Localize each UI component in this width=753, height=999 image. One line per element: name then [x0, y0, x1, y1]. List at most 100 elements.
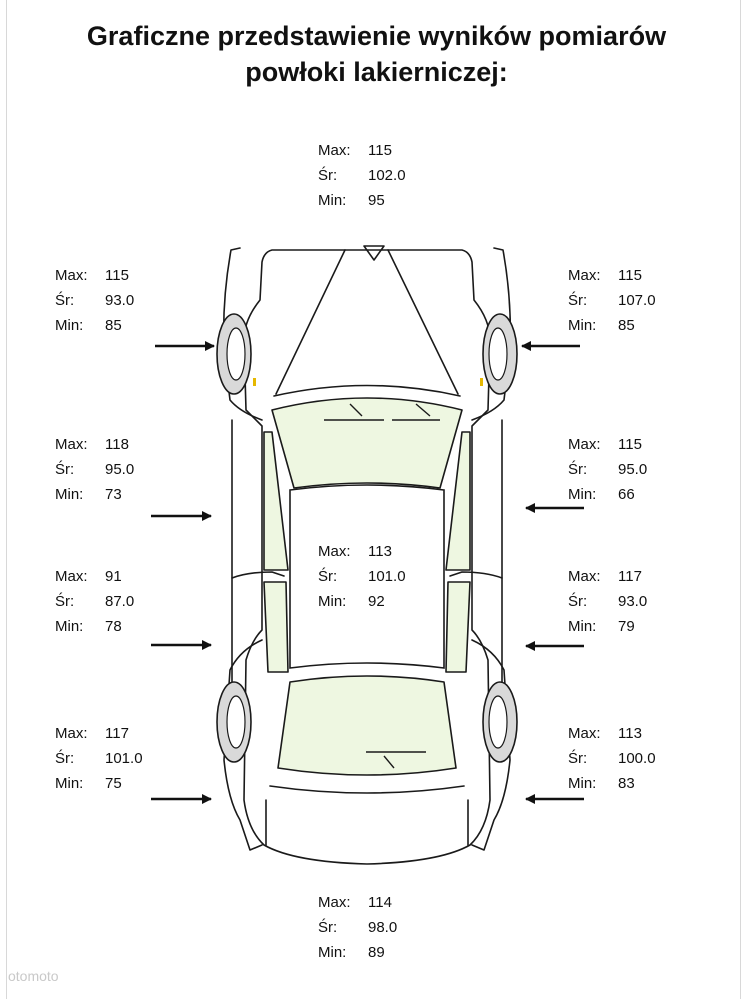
max-value: 115 — [105, 267, 129, 284]
avg-value: 93.0 — [105, 292, 135, 309]
title-line-2: powłoki lakierniczej: — [245, 57, 508, 87]
left-indicator-light — [253, 378, 256, 386]
right-rear-fender-outline — [471, 639, 511, 851]
hood-crease-right — [387, 249, 459, 395]
max-value: 115 — [618, 436, 642, 453]
roof-panel — [289, 484, 445, 669]
max-value: 117 — [105, 725, 129, 742]
max-label: Max: — [55, 568, 88, 585]
avg-value: 107.0 — [618, 292, 656, 309]
title-line-1: Graficzne przedstawienie wyników pomiaró… — [86, 21, 667, 51]
measurement-hood: Max:115 Śr:102.0 Min:95 — [318, 138, 406, 213]
rear-wiper — [366, 751, 426, 769]
avg-value: 95.0 — [105, 461, 135, 478]
wiper-left — [324, 403, 384, 421]
max-label: Max: — [318, 142, 351, 159]
avg-label: Śr: — [568, 292, 588, 309]
max-value: 117 — [618, 568, 642, 585]
measurement-rear-left-quarter: Max: 117 Śr: 101.0 Min: 75 — [55, 721, 143, 796]
avg-value: 101.0 — [105, 750, 143, 767]
min-label: Min: — [568, 618, 597, 635]
min-label: Min: — [55, 775, 84, 792]
avg-label: Śr: — [55, 292, 75, 309]
right-indicator-light — [480, 378, 483, 386]
min-label: Min: — [318, 944, 347, 961]
rear-bumper-line — [265, 799, 469, 846]
measurement-rear-left-door: Max: 91 Śr: 87.0 Min: 78 — [55, 564, 134, 639]
min-value: 95 — [368, 192, 385, 209]
max-value: 114 — [368, 894, 392, 911]
measurement-roof: Max:113 Śr:101.0 Min:92 — [318, 539, 406, 614]
left-door-split — [231, 571, 285, 579]
max-label: Max: — [318, 894, 351, 911]
wiper-right — [392, 403, 440, 421]
avg-label: Śr: — [55, 593, 75, 610]
avg-label: Śr: — [318, 568, 338, 585]
max-value: 91 — [105, 568, 122, 585]
windshield — [271, 397, 463, 489]
min-label: Min: — [318, 192, 347, 209]
watermark: otomoto — [8, 968, 59, 984]
min-label: Min: — [568, 775, 597, 792]
measurement-rear-right-quarter: Max: 113 Śr: 100.0 Min: 83 — [568, 721, 656, 796]
front-left-hub — [226, 327, 246, 381]
avg-value: 100.0 — [618, 750, 656, 767]
page-title: Graficzne przedstawienie wyników pomiaró… — [0, 18, 753, 90]
min-value: 89 — [368, 944, 385, 961]
trunk-edge — [269, 785, 465, 794]
avg-label: Śr: — [568, 750, 588, 767]
min-value: 75 — [105, 775, 122, 792]
rear-left-hub — [226, 695, 246, 749]
left-rear-fender-outline — [223, 639, 263, 851]
right-page-edge — [740, 0, 741, 999]
avg-label: Śr: — [568, 461, 588, 478]
avg-value: 98.0 — [368, 919, 398, 936]
max-label: Max: — [568, 267, 601, 284]
max-label: Max: — [55, 267, 88, 284]
measurement-rear-right-door: Max: 117 Śr: 93.0 Min: 79 — [568, 564, 647, 639]
measurement-front-right-door: Max:115 Śr:95.0 Min:66 — [568, 432, 647, 507]
avg-label: Śr: — [568, 593, 588, 610]
max-label: Max: — [55, 725, 88, 742]
hood-crease-left — [275, 249, 346, 395]
measurement-front-left-fender: Max:115 Śr:93.0 Min:85 — [55, 263, 134, 338]
min-value: 79 — [618, 618, 635, 635]
max-value: 113 — [368, 543, 392, 560]
avg-value: 87.0 — [105, 593, 135, 610]
hood-edge — [273, 384, 461, 397]
avg-value: 93.0 — [618, 593, 648, 610]
right-front-window — [445, 431, 471, 571]
rear-right-hub — [488, 695, 508, 749]
min-label: Min: — [55, 486, 84, 503]
max-value: 113 — [618, 725, 642, 742]
hood-emblem — [363, 245, 385, 261]
avg-value: 102.0 — [368, 167, 406, 184]
right-door-split — [449, 571, 503, 579]
min-value: 83 — [618, 775, 635, 792]
max-label: Max: — [568, 436, 601, 453]
measurement-trunk: Max: 114 Śr: 98.0 Min: 89 — [318, 890, 397, 965]
max-label: Max: — [55, 436, 88, 453]
left-rear-window — [263, 581, 289, 673]
avg-label: Śr: — [55, 750, 75, 767]
min-value: 78 — [105, 618, 122, 635]
max-label: Max: — [568, 725, 601, 742]
measurement-front-right-fender: Max:115 Śr:107.0 Min:85 — [568, 263, 656, 338]
min-label: Min: — [318, 593, 347, 610]
left-front-window — [263, 431, 289, 571]
measurement-front-left-door: Max:118 Śr:95.0 Min:73 — [55, 432, 134, 507]
min-value: 66 — [618, 486, 635, 503]
max-value: 118 — [105, 436, 129, 453]
avg-value: 95.0 — [618, 461, 648, 478]
min-label: Min: — [55, 618, 84, 635]
max-value: 115 — [618, 267, 642, 284]
max-value: 115 — [368, 142, 392, 159]
min-label: Min: — [568, 317, 597, 334]
right-rear-window — [445, 581, 471, 673]
min-value: 92 — [368, 593, 385, 610]
front-right-hub — [488, 327, 508, 381]
left-page-edge — [6, 0, 7, 999]
avg-label: Śr: — [318, 919, 338, 936]
max-label: Max: — [568, 568, 601, 585]
